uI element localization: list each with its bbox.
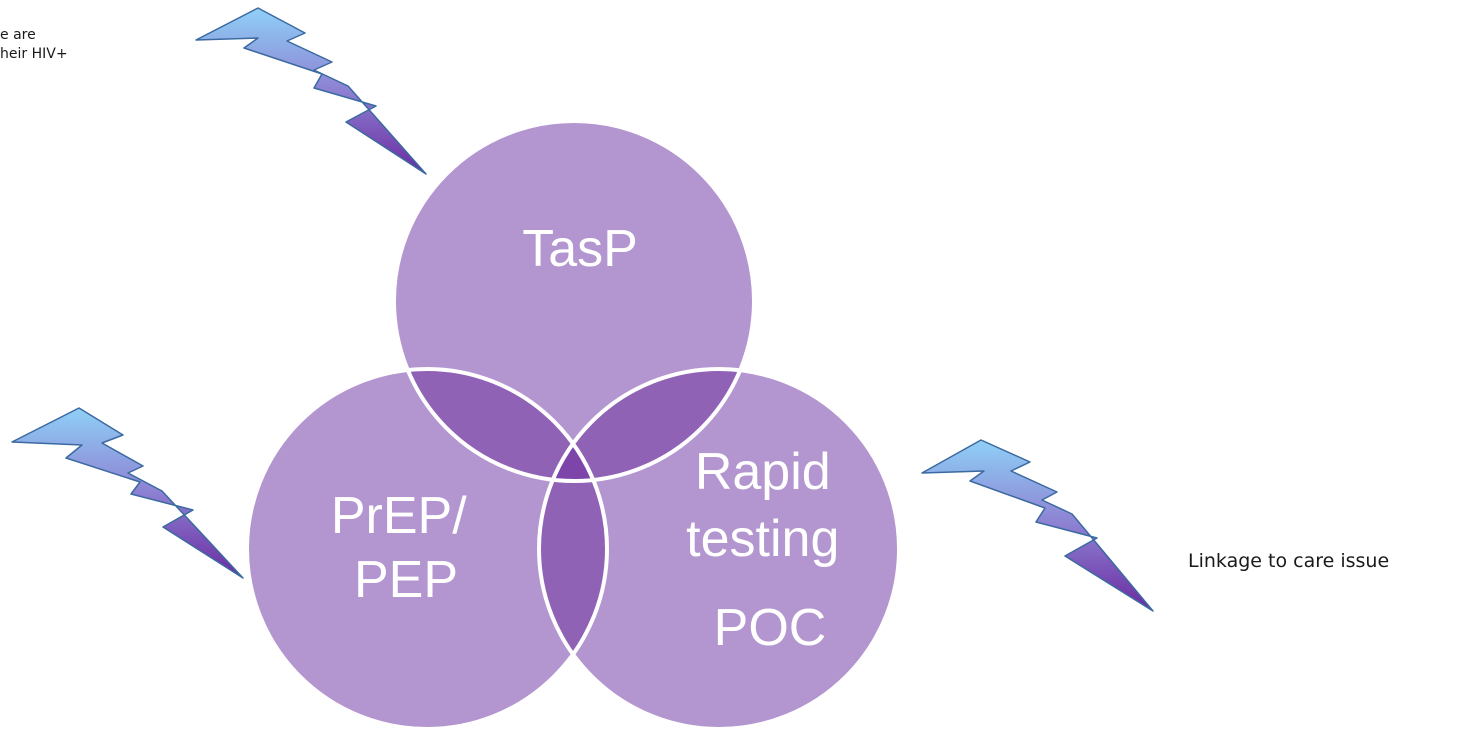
label-prep-pep: PrEP/ PEP <box>331 487 481 609</box>
lightning-bolt-icon <box>11 407 244 579</box>
circle-outlines <box>245 119 901 729</box>
label-tasp: TasP <box>522 220 638 278</box>
lightning-bolt-icon <box>195 7 427 175</box>
linkage-note: Linkage to care issue <box>1188 550 1390 572</box>
label-rapid-testing: Rapid testing POC <box>686 443 854 657</box>
top-left-note-line-1: e are <box>0 27 36 43</box>
overlap-tasp-prep <box>394 369 607 481</box>
lightning-bolt-icon <box>921 439 1154 612</box>
top-left-note-line-2: heir HIV+ <box>0 46 68 62</box>
overlap-tasp-rapid <box>539 369 754 481</box>
top-left-note: e are heir HIV+ <box>0 26 68 64</box>
